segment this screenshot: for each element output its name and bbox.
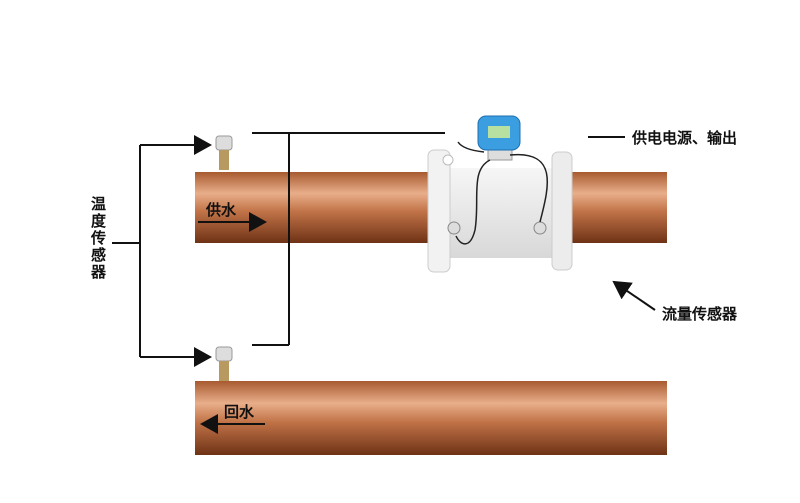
flow-meter [427, 115, 573, 273]
flow-sensor-label: 流量传感器 [662, 305, 738, 323]
return-water-label: 回水 [224, 403, 255, 421]
temperature-sensor-label: 温度传感器 [89, 196, 107, 281]
temperature-sensor-return [215, 346, 233, 381]
return-pipe [195, 381, 667, 455]
wiring [112, 132, 656, 434]
supply-water-label: 供水 [206, 201, 237, 219]
temperature-sensor-supply [215, 135, 233, 170]
power-output-label: 供电电源、输出 [632, 129, 738, 147]
